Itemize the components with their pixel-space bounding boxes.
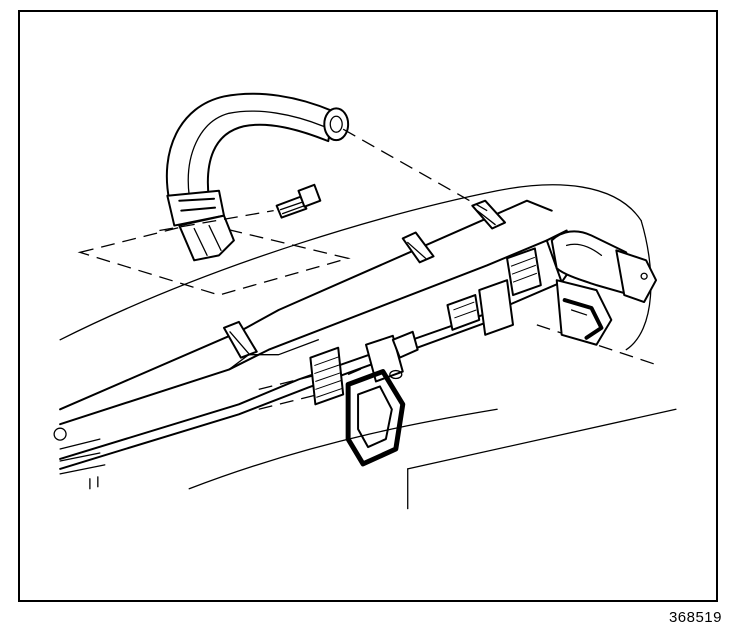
bolt-alignment-line <box>159 210 274 232</box>
hose-inner-line <box>187 110 324 197</box>
hose-alignment-line <box>342 128 488 212</box>
figure-id-label: 368519 <box>668 609 722 626</box>
retainer-clip-front <box>222 320 258 359</box>
duct-screen <box>309 346 345 406</box>
duct-top-front-edge <box>59 239 548 426</box>
panel-bottom-line <box>407 408 677 470</box>
gasket-outer <box>345 369 406 467</box>
elbow-clamp <box>615 249 658 304</box>
illustration-frame <box>18 10 718 602</box>
instrument-panel-duct-illustration <box>53 92 677 510</box>
duct-left-end-ribs <box>59 438 106 490</box>
panel-top-arc <box>59 184 642 341</box>
temperature-sensor <box>365 330 419 383</box>
duct-front-face-lower <box>59 313 509 470</box>
gasket-inner <box>357 385 393 449</box>
hose-body <box>165 92 335 202</box>
duct-elbow-right <box>550 230 658 304</box>
retainer-clip-rear <box>471 199 507 230</box>
duct-front-face-upper <box>59 281 563 460</box>
panel-lower-arc <box>188 408 498 490</box>
heater-hose <box>165 92 350 262</box>
duct-mount-bracket-right <box>555 279 613 346</box>
hose-end-opening <box>323 107 350 142</box>
duct-body <box>53 199 578 490</box>
screen-alignment-line-upper <box>258 373 319 391</box>
duct-left-end-circle <box>53 427 67 441</box>
panel-rear-edge <box>625 219 652 351</box>
bolt <box>275 183 322 219</box>
duct-gasket <box>345 369 406 467</box>
retainer-clip-middle <box>401 231 435 264</box>
screen-alignment-line-lower <box>258 393 319 410</box>
duct-ridge-line <box>228 339 319 371</box>
duct-outlet-openings <box>446 247 542 336</box>
reference-plane-dashed <box>77 221 351 296</box>
duct-top-rear-edge <box>59 199 553 411</box>
